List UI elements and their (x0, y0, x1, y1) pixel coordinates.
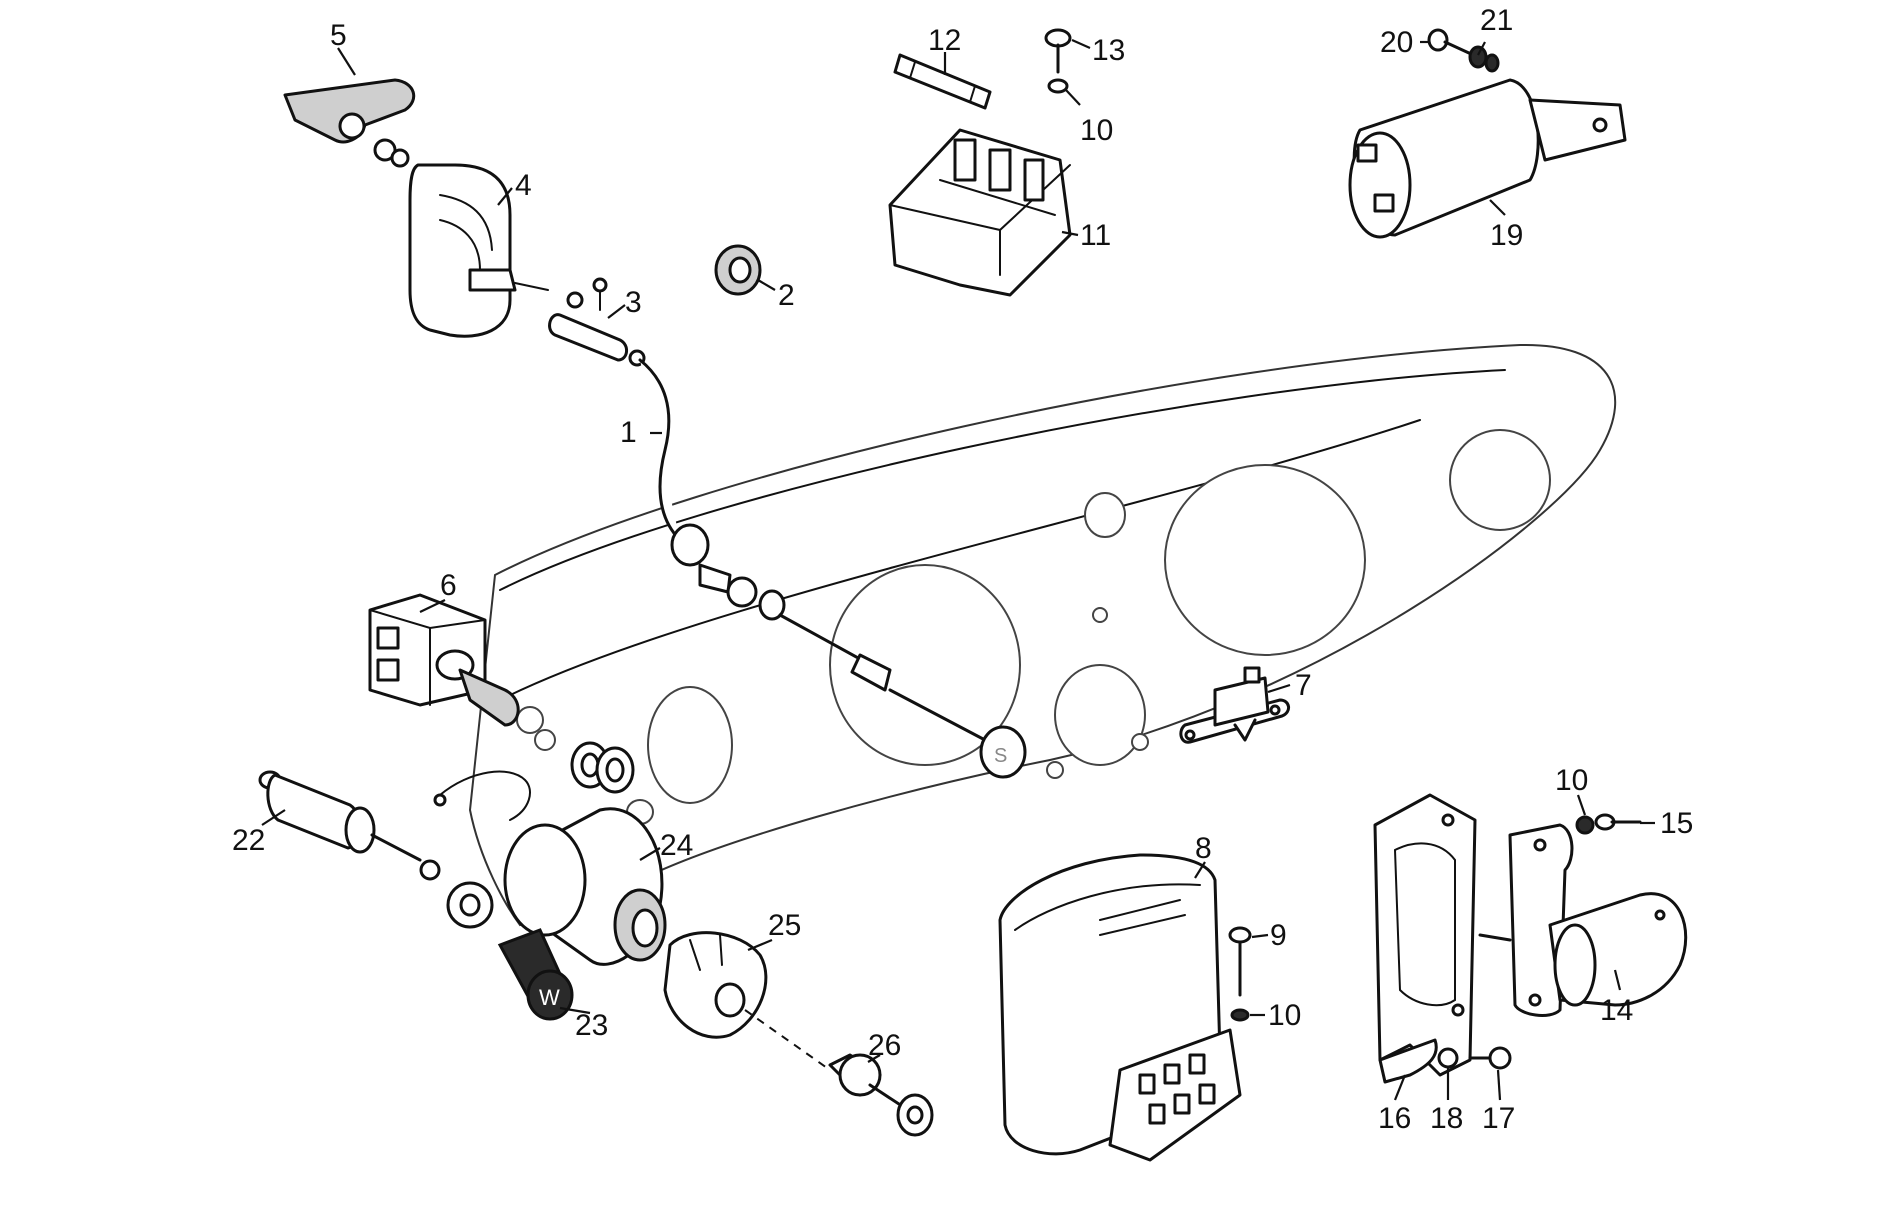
part-5-lever (283, 78, 416, 144)
label-17: 17 (1482, 1102, 1515, 1135)
part-4-switch-body (373, 138, 549, 338)
label-11: 11 (1080, 219, 1111, 252)
gauge-hole-speedo (829, 564, 1021, 766)
label-24: 24 (660, 829, 693, 862)
part-20-21-terminal-screw (1427, 28, 1500, 73)
dashed-assembly-line (744, 1009, 831, 1071)
part-13-screw (1044, 28, 1072, 94)
label-20: 20 (1380, 26, 1413, 59)
label-9: 9 (1270, 919, 1287, 952)
label-15: 15 (1660, 807, 1693, 840)
part-6-switch (368, 593, 520, 727)
washer-near-22 (446, 881, 494, 929)
part-24-ignition-switch (433, 770, 667, 966)
label-3: 3 (625, 286, 642, 319)
part-16-bracket (1373, 793, 1477, 1084)
part-8-control-box (998, 853, 1242, 1162)
part-1-choke-cable: S (628, 349, 1027, 779)
label-21: 21 (1480, 4, 1513, 37)
label-19: 19 (1490, 219, 1523, 252)
label-2: 2 (778, 279, 795, 312)
part-23-knob: W (497, 928, 574, 1021)
label-7: 7 (1295, 669, 1312, 702)
label-13: 13 (1092, 34, 1125, 67)
label-25: 25 (768, 909, 801, 942)
part-17-18-screw-washer (1437, 1046, 1512, 1070)
label-23: 23 (575, 1009, 608, 1042)
part-3-cable-connector (548, 277, 628, 362)
part-10-washer-right (1575, 815, 1595, 835)
label-14: 14 (1600, 994, 1633, 1027)
part-14-motor (1478, 823, 1688, 1017)
choke-knob-mark: S (994, 745, 1007, 767)
leader-lines (261, 38, 1655, 1101)
label-16: 16 (1378, 1102, 1411, 1135)
part-10-washer-middle (1230, 1008, 1250, 1022)
label-6: 6 (440, 569, 457, 602)
part-22-switch (258, 770, 441, 881)
choke-knob (979, 725, 1027, 779)
part-11-fuse-box (888, 128, 1072, 297)
part-9-screw (1228, 926, 1252, 1022)
label-26: 26 (868, 1029, 901, 1062)
part-17-screw-head (1488, 1046, 1512, 1070)
label-22: 22 (232, 824, 265, 857)
part-12-fuse (893, 53, 992, 110)
washers-near-switch (534, 729, 635, 794)
gauge-hole-small (1054, 664, 1146, 766)
label-1: 1 (620, 416, 637, 449)
label-10-top: 10 (1080, 114, 1113, 147)
panel-hole-1 (1084, 492, 1126, 538)
wiper-knob-mark: W (539, 985, 560, 1010)
label-5: 5 (330, 19, 347, 52)
dashboard-panel (468, 343, 1617, 927)
panel-hole-2 (1092, 607, 1108, 623)
label-10-middle: 10 (1268, 999, 1301, 1032)
part-18-washer (1437, 1047, 1459, 1069)
label-12: 12 (928, 24, 961, 57)
label-8: 8 (1195, 832, 1212, 865)
part-10-washer-top (1047, 78, 1069, 94)
panel-hole-5 (1046, 761, 1064, 779)
gauge-hole-left (647, 686, 733, 804)
part-number-labels: 1 2 3 4 5 6 7 8 9 10 10 10 11 12 13 14 1… (232, 4, 1693, 1135)
part-19-condenser (1348, 78, 1627, 239)
part-7-switch (1179, 666, 1290, 744)
part-25-switch-cover (663, 931, 768, 1039)
gauge-hole-tacho (1164, 464, 1366, 656)
panel-hole-3 (516, 706, 544, 734)
part-15-screw (1575, 813, 1642, 835)
label-10-right: 10 (1555, 764, 1588, 797)
part-26-lock-and-key (828, 1053, 934, 1137)
wiper-knob (526, 969, 574, 1021)
panel-hole-6 (1131, 733, 1149, 751)
part-2-grommet (714, 244, 762, 296)
label-18: 18 (1430, 1102, 1463, 1135)
label-4: 4 (515, 169, 532, 202)
gauge-hole-right (1449, 429, 1551, 531)
